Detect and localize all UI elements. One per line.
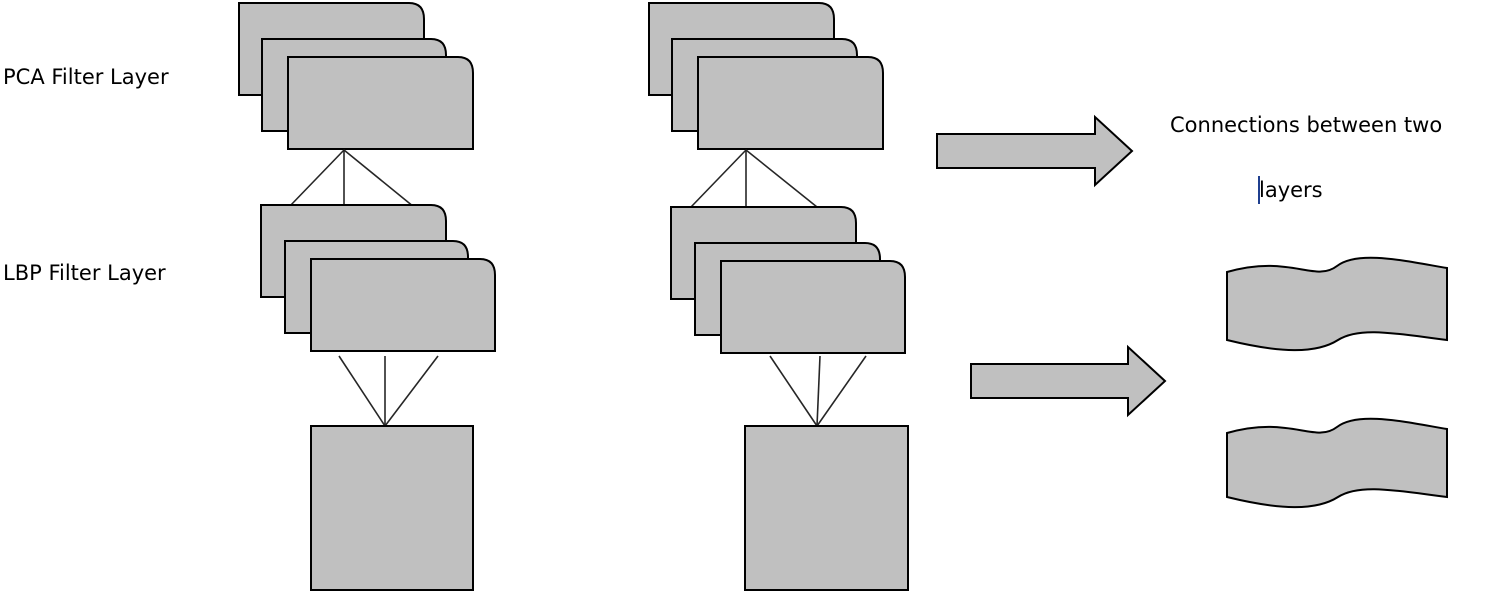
middle-connection-line (745, 149, 818, 208)
left-connection-line (288, 149, 345, 208)
middle-connection-line (816, 355, 867, 427)
legend-connections-label-line2: layers (1259, 178, 1323, 202)
lower-right-arrow (970, 344, 1167, 418)
middle-connection-line (816, 355, 821, 427)
left-pca-to-lbp-connections (288, 149, 415, 208)
middle-lbp-to-output-connections (769, 355, 867, 427)
middle-pca-card-3 (697, 56, 884, 150)
left-connection-line (338, 355, 386, 427)
middle-output-block (744, 425, 909, 591)
left-output-block (310, 425, 474, 591)
left-lbp-to-output-connections (338, 355, 439, 427)
middle-connection-line (769, 355, 818, 427)
lbp-filter-layer-label: LBP Filter Layer (3, 261, 166, 285)
legend-connections-label-line1: Connections between two (1170, 113, 1442, 137)
middle-pca-to-lbp-connections (690, 149, 818, 208)
pca-filter-layer-label: PCA Filter Layer (3, 65, 169, 89)
left-lbp-filter-stack (260, 204, 496, 352)
left-pca-card-3 (287, 56, 474, 150)
middle-pca-filter-stack (648, 1, 884, 150)
upper-right-arrow (936, 114, 1134, 188)
left-pca-filter-stack (238, 1, 474, 150)
middle-lbp-card-3 (720, 260, 906, 354)
left-connection-line (343, 149, 415, 208)
left-connection-line (384, 355, 439, 427)
legend-wave-shape-2 (1226, 417, 1448, 509)
middle-connection-line (690, 149, 747, 208)
legend-wave-shape-1 (1226, 256, 1448, 352)
middle-lbp-filter-stack (670, 206, 906, 354)
left-lbp-card-3 (310, 258, 496, 352)
